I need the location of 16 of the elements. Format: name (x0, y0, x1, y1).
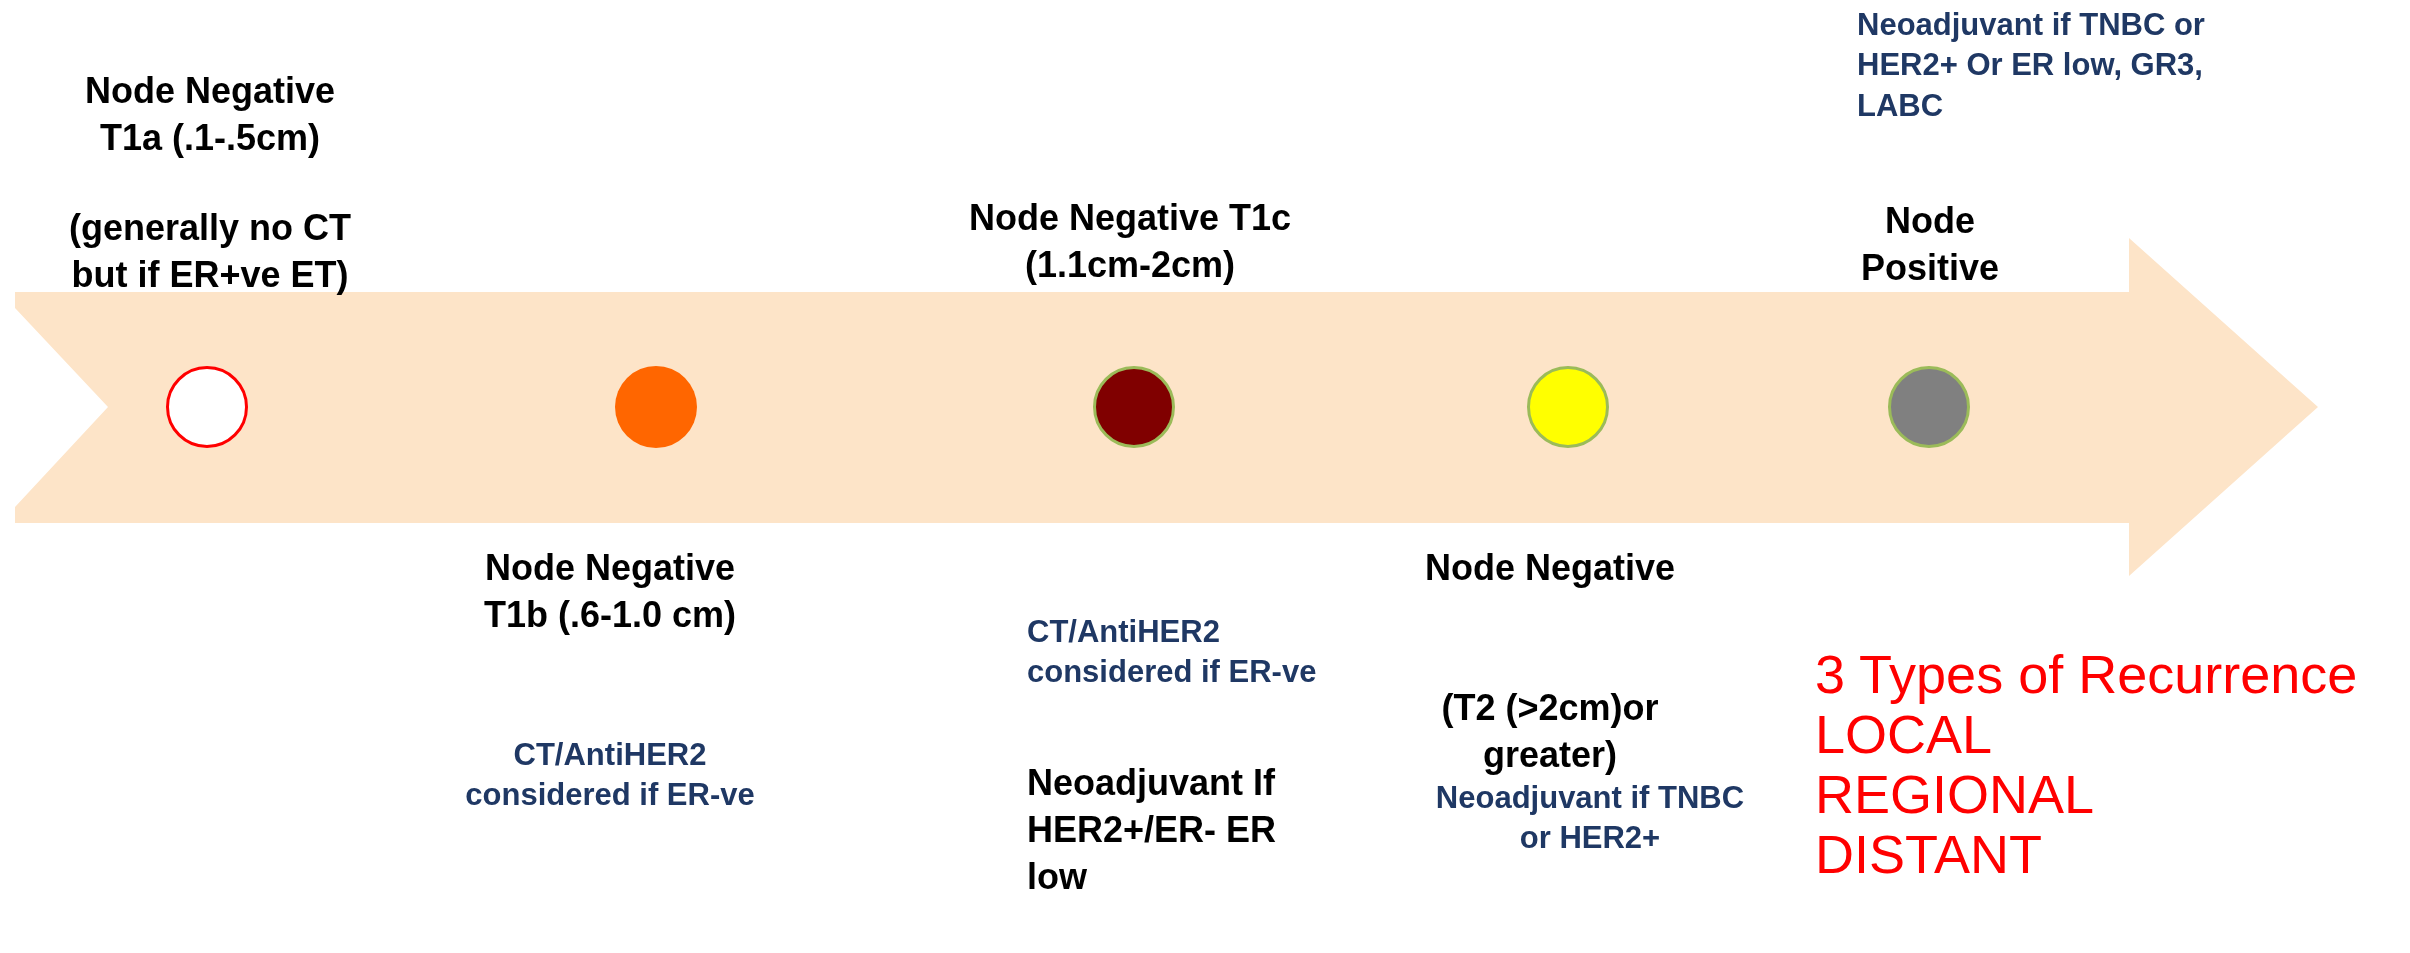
treatment-note: CT/AntiHER2 considered if ER-ve (464, 736, 756, 815)
recurrence-heading: 3 Types of Recurrence (1815, 645, 2358, 705)
treatment-note: Neoadjuvant if TNBC or HER2+ (1434, 779, 1746, 858)
stage-caption: Neoadjuvant If HER2+/ER- ER low (1027, 761, 1277, 899)
stage-caption: Node Negative T1c (1.1cm-2cm) (967, 196, 1293, 287)
recurrence-type: DISTANT (1815, 825, 2042, 885)
treatment-note: CT/AntiHER2 considered if ER-ve (1027, 613, 1318, 692)
stage-caption: (generally no CT but if ER+ve ET) (67, 206, 352, 297)
recurrence-type: LOCAL (1815, 705, 1993, 765)
stage-caption: Node Negative (1423, 546, 1677, 590)
stage-caption: Node Negative T1b (.6-1.0 cm) (482, 546, 738, 637)
stage-caption: Node Negative T1a (.1-.5cm) (83, 69, 337, 160)
treatment-note: Neoadjuvant if TNBC or HER2+ Or ER low, GR3, LABC (1857, 6, 2206, 125)
recurrence-type: REGIONAL (1815, 765, 2095, 825)
stage-caption: (T2 (>2cm)or greater) (1440, 686, 1660, 777)
stage-caption: Node Positive (1859, 199, 2001, 290)
